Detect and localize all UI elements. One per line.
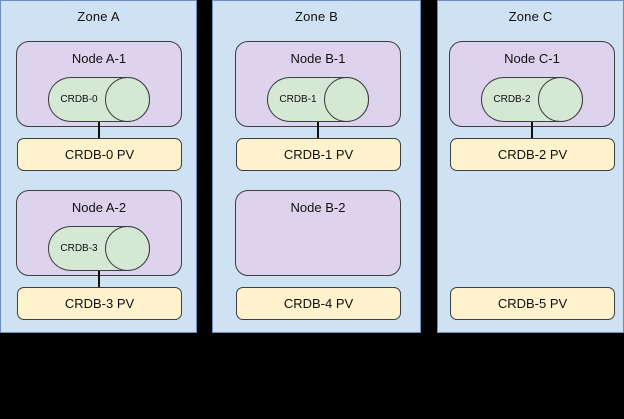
- pod-label: CRDB-2: [493, 94, 531, 105]
- cylinder-cap: [324, 77, 369, 122]
- database-cylinder-icon: CRDB-3: [48, 226, 150, 271]
- cylinder-cap: [105, 77, 150, 122]
- persistent-volume-box: CRDB-2 PV: [450, 138, 615, 171]
- pod-to-pv-connector: [317, 122, 319, 139]
- node-title: Node B-2: [290, 200, 346, 215]
- database-cylinder-icon: CRDB-2: [481, 77, 583, 122]
- pod-to-pv-connector: [98, 122, 100, 139]
- persistent-volume-box: CRDB-4 PV: [236, 287, 401, 320]
- persistent-volume-box: CRDB-0 PV: [17, 138, 182, 171]
- zone-title: Zone B: [294, 9, 339, 24]
- persistent-volume-box: CRDB-1 PV: [236, 138, 401, 171]
- cylinder-cap: [105, 226, 150, 271]
- node-title: Node A-2: [71, 200, 127, 215]
- database-cylinder-icon: CRDB-1: [267, 77, 369, 122]
- pod-label: CRDB-3: [60, 243, 98, 254]
- cylinder-cap: [538, 77, 583, 122]
- database-cylinder-icon: CRDB-0: [48, 77, 150, 122]
- persistent-volume-box: CRDB-5 PV: [450, 287, 615, 320]
- zone-title: Zone A: [77, 9, 120, 24]
- pod-label: CRDB-1: [279, 94, 317, 105]
- pod-to-pv-connector: [531, 122, 533, 139]
- node-title: Node C-1: [504, 51, 560, 66]
- node-title: Node B-1: [290, 51, 346, 66]
- persistent-volume-box: CRDB-3 PV: [17, 287, 182, 320]
- node-box: Node B-2: [235, 190, 401, 276]
- node-title: Node A-1: [71, 51, 127, 66]
- pod-to-pv-connector: [98, 271, 100, 288]
- zone-title: Zone C: [508, 9, 553, 24]
- pod-label: CRDB-0: [60, 94, 98, 105]
